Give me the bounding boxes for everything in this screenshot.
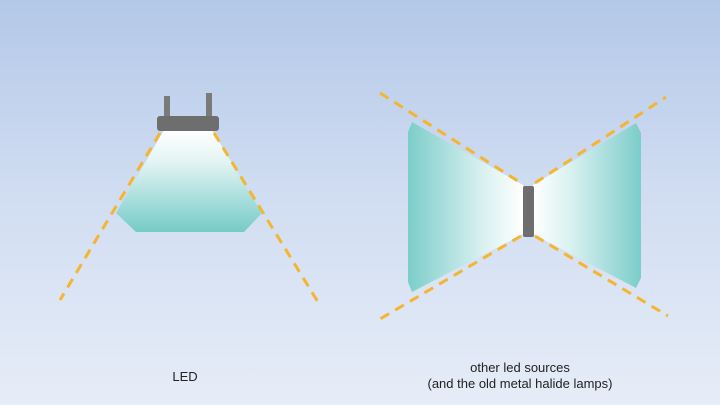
led-caption: LED	[110, 369, 260, 385]
omni-beam-edge-upper-left	[379, 91, 522, 185]
led-beam-edge-left	[58, 132, 162, 301]
omni-beam-edge-lower-right	[534, 234, 669, 318]
omni-beam-edge-lower-left	[379, 234, 522, 321]
led-caption-text: LED	[172, 369, 198, 384]
omni-beam-edge-upper-right	[534, 95, 667, 185]
other-sources-caption-line-1: other led sources	[470, 360, 570, 375]
omni-beam-fill-left	[408, 122, 523, 292]
other-sources-caption: other led sources (and the old metal hal…	[395, 360, 645, 392]
led-lamp-icon	[157, 93, 219, 131]
led-beam-fill	[116, 130, 262, 232]
omni-beam-fill-right	[533, 123, 641, 288]
omni-lamp-icon	[523, 186, 534, 237]
other-sources-caption-line-2: (and the old metal halide lamps)	[427, 376, 613, 391]
